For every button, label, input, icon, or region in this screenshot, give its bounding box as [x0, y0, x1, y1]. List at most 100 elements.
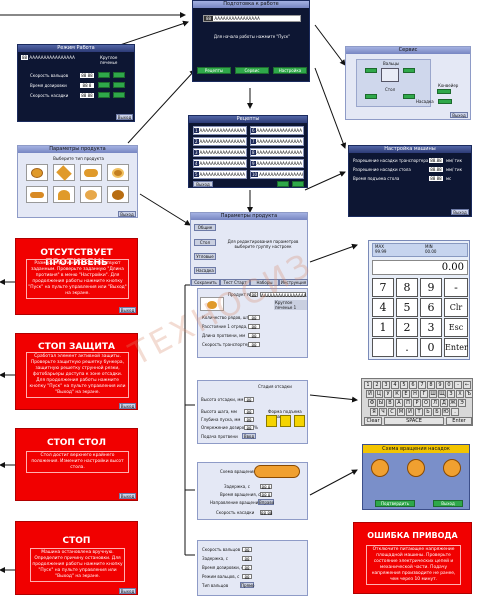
keyboard-key[interactable]: З	[447, 390, 455, 398]
recipes-button[interactable]: Рецепты	[197, 67, 231, 74]
numpad-key[interactable]: 9	[420, 278, 442, 297]
work-row-value[interactable]: 88 88	[80, 93, 94, 98]
service-nozzle-button[interactable]	[438, 99, 452, 104]
shape-option[interactable]	[107, 186, 129, 203]
keyboard-key[interactable]: В	[386, 399, 394, 407]
keyboard-key[interactable]: Щ	[438, 390, 446, 398]
rotation-confirm-button[interactable]: Подтвердить	[375, 500, 415, 507]
numpad-key[interactable]: 3	[420, 318, 442, 337]
numpad-key[interactable]: Esc	[444, 318, 468, 337]
numpad-key[interactable]: 1	[372, 318, 394, 337]
numpad-key[interactable]: .	[396, 338, 418, 357]
table-row-value[interactable]: 88	[244, 409, 254, 415]
service-rollers-fwd-button[interactable]	[403, 68, 415, 73]
shape-option[interactable]	[53, 186, 75, 203]
numpad-key[interactable]: 7	[372, 278, 394, 297]
keyboard-key[interactable]: Й	[366, 390, 374, 398]
rotation-exit-button[interactable]: Выход	[433, 500, 463, 507]
general-product-name[interactable]: AAAAAAAAAAAAAAAA	[260, 292, 307, 298]
product-params-exit-button[interactable]: Выход	[118, 211, 136, 217]
keyboard-key[interactable]: С	[388, 408, 396, 416]
menu-general-button[interactable]: Общие	[194, 224, 216, 231]
instruction-button[interactable]: Инструкция	[279, 279, 308, 286]
lift-shape-option-2[interactable]	[280, 415, 291, 427]
speeds-row-value[interactable]: 88	[242, 574, 252, 580]
general-row-value[interactable]: 88	[248, 333, 260, 339]
keyboard-key[interactable]: 5	[400, 381, 408, 389]
keyboard-key[interactable]: М	[397, 408, 405, 416]
keyboard-key[interactable]: Т	[415, 408, 423, 416]
numpad-key[interactable]: Enter	[444, 338, 468, 357]
keyboard-key[interactable]: У	[384, 390, 392, 398]
keyboard-key[interactable]: 3	[382, 381, 390, 389]
tray-feed-button[interactable]: Ввод	[242, 433, 256, 439]
alarm-no-tray-exit[interactable]: Выход	[119, 307, 136, 313]
settings-button[interactable]: Настройка	[273, 67, 307, 74]
shape-option[interactable]	[80, 186, 102, 203]
shape-option[interactable]	[26, 164, 48, 181]
general-row-value[interactable]: 88	[248, 342, 260, 348]
work-exit-button[interactable]: Выход	[116, 114, 133, 120]
rotation-nozzle-2-icon[interactable]	[407, 459, 425, 477]
alarm-table-exit[interactable]: Выход	[119, 493, 136, 499]
keyboard-key[interactable]: Ф	[368, 399, 376, 407]
keyboard-key[interactable]: Ч	[379, 408, 387, 416]
menu-nozzle-button[interactable]: Насадка	[194, 267, 216, 274]
alarm-guard-exit[interactable]: Выход	[119, 403, 136, 409]
keyboard-key[interactable]: Ж	[449, 399, 457, 407]
keyboard-key[interactable]: Ш	[429, 390, 437, 398]
keyboard-key[interactable]: П	[404, 399, 412, 407]
keyboard-key[interactable]: К	[393, 390, 401, 398]
keyboard-key[interactable]: Р	[413, 399, 421, 407]
service-table-up-button[interactable]	[365, 94, 377, 99]
nozzle-row-value[interactable]: 88.88	[260, 510, 273, 516]
speeds-row-value[interactable]: 88	[242, 556, 252, 562]
keyboard-key[interactable]: 7	[418, 381, 426, 389]
sets-button[interactable]: Наборы	[250, 279, 279, 286]
keyboard-key[interactable]: 4	[391, 381, 399, 389]
keyboard-key[interactable]: Б	[433, 408, 441, 416]
keyboard-key[interactable]: А	[395, 399, 403, 407]
numpad-key[interactable]: 4	[372, 298, 394, 317]
work-plus-button[interactable]	[113, 72, 125, 78]
shape-option[interactable]	[26, 186, 48, 203]
numpad-key[interactable]: 2	[396, 318, 418, 337]
table-row-value[interactable]: 88	[244, 417, 254, 423]
keyboard-key[interactable]: 2	[373, 381, 381, 389]
recipes-next-button[interactable]	[292, 181, 304, 187]
keyboard-key[interactable]: 0	[445, 381, 453, 389]
numpad-key[interactable]: -	[444, 278, 468, 297]
table-row-value[interactable]: 88	[244, 425, 254, 431]
keyboard-space-key[interactable]: SPACE	[384, 417, 444, 425]
recipes-prev-button[interactable]	[277, 181, 289, 187]
keyboard-key[interactable]: Ю	[442, 408, 450, 416]
numpad-key[interactable]: 5	[396, 298, 418, 317]
settings-row-value[interactable]: 88.88	[429, 167, 443, 172]
nozzle-row-value[interactable]: 88.8	[260, 484, 272, 490]
keyboard-key[interactable]: Ц	[375, 390, 383, 398]
service-exit-button[interactable]: Выход	[450, 112, 468, 118]
keyboard-clear-key[interactable]: Clear	[364, 417, 382, 425]
service-rollers-back-button[interactable]	[365, 68, 377, 73]
work-plus-button[interactable]	[113, 82, 125, 88]
service-conveyor-button[interactable]	[437, 89, 451, 94]
shape-option[interactable]	[80, 164, 102, 181]
keyboard-key[interactable]: Х	[456, 390, 464, 398]
direction-button[interactable]: Вправо	[258, 499, 275, 505]
keyboard-key[interactable]: ←	[463, 381, 471, 389]
menu-table-button[interactable]: Стол	[194, 239, 216, 246]
lift-shape-option-3[interactable]	[294, 415, 305, 427]
general-product-no[interactable]: 88	[250, 292, 258, 298]
keyboard-key[interactable]: И	[406, 408, 414, 416]
keyboard-key[interactable]: 8	[427, 381, 435, 389]
numpad-key[interactable]	[372, 338, 394, 357]
nozzle-row-value[interactable]: 88.8	[260, 492, 272, 498]
shape-option[interactable]	[107, 164, 129, 181]
alarm-stop-exit[interactable]: Выход	[119, 588, 136, 594]
settings-row-value[interactable]: 88 88	[429, 176, 443, 181]
settings-row-value[interactable]: 88.88	[429, 158, 443, 163]
